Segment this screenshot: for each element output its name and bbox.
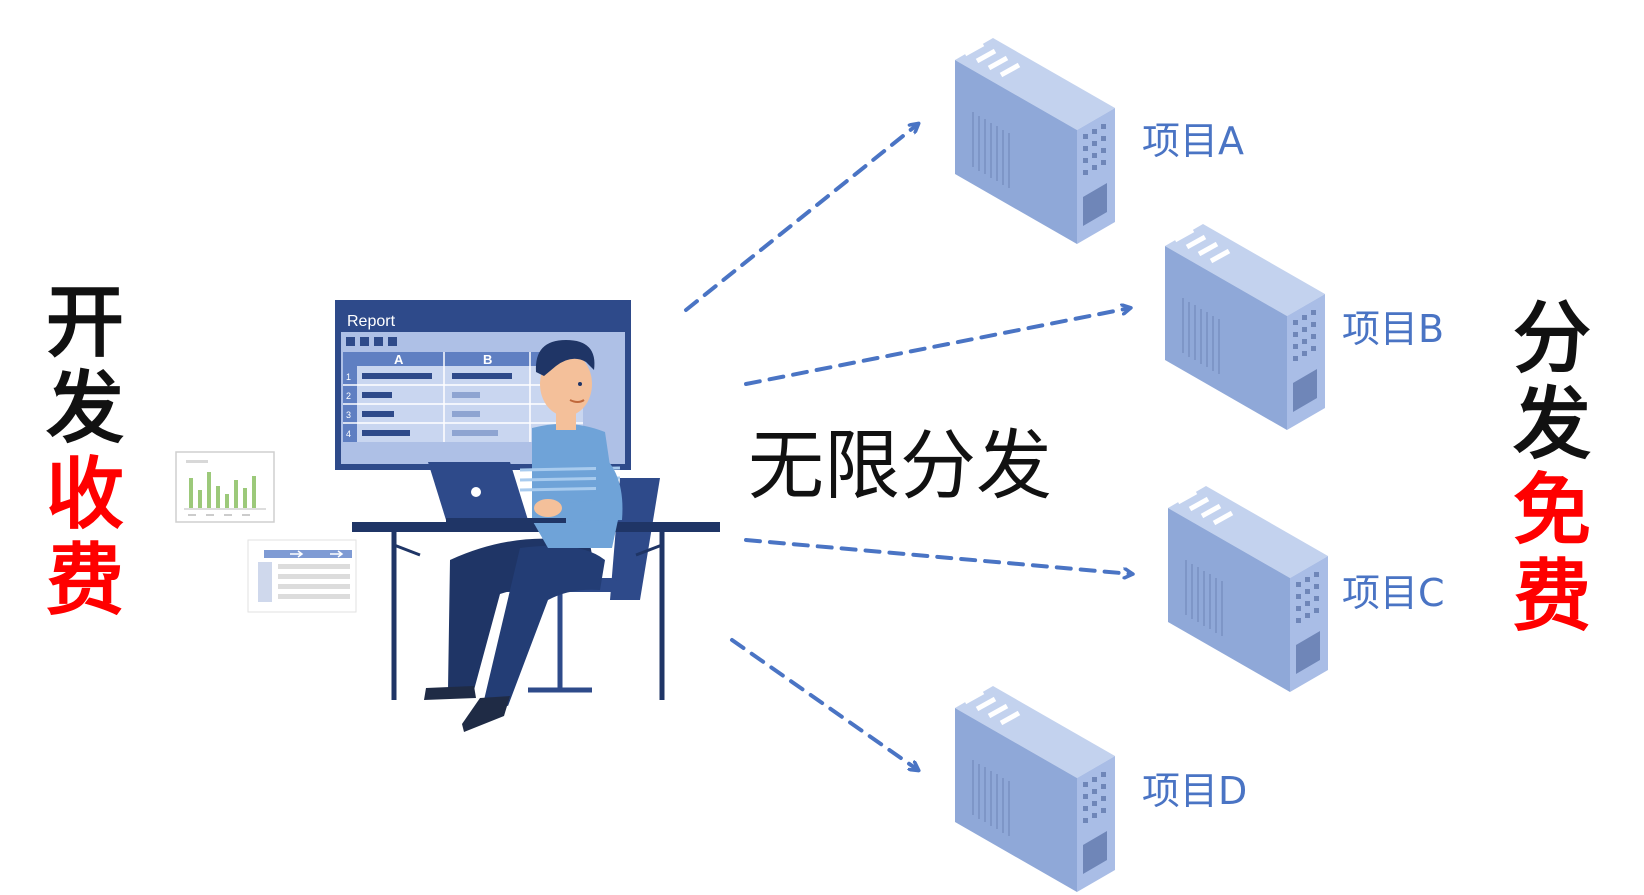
- project-d-label: 项目D: [1142, 769, 1248, 813]
- right-title-black: 分发: [1497, 296, 1607, 468]
- bar-chart-doc-icon: [175, 451, 275, 523]
- right-title-line1: 分发: [1512, 294, 1591, 470]
- right-title-red: 免费: [1497, 468, 1607, 640]
- monitor-title: Report: [347, 313, 396, 330]
- table-doc-icon: [247, 539, 357, 613]
- left-title-line2: 收费: [45, 450, 124, 626]
- monitor-row-1: 1: [346, 372, 351, 382]
- server-b-icon: [1165, 224, 1325, 430]
- left-title: 开发 收费: [30, 280, 140, 624]
- project-a-label: 项目A: [1142, 119, 1244, 163]
- developer-person: [424, 340, 623, 732]
- server-c-icon: [1168, 486, 1328, 692]
- server-a-icon: [955, 38, 1115, 244]
- server-d-icon: [955, 686, 1115, 892]
- right-title-line2: 免费: [1512, 466, 1591, 642]
- project-b-label: 项目B: [1342, 307, 1445, 351]
- arrow-to-project-c: [744, 538, 1132, 574]
- arrow-to-project-d: [730, 638, 918, 770]
- left-title-red: 收费: [30, 452, 140, 624]
- monitor-row-2: 2: [346, 391, 351, 401]
- left-title-black: 开发: [30, 280, 140, 452]
- left-title-line1: 开发: [45, 278, 124, 454]
- laptop: [428, 462, 566, 523]
- right-title: 分发 免费: [1497, 296, 1607, 640]
- arrow-to-project-b: [744, 308, 1130, 386]
- project-c-label: 项目C: [1342, 571, 1445, 615]
- arrow-to-project-a: [684, 124, 918, 312]
- center-label: 无限分发: [748, 421, 1052, 510]
- monitor-row-4: 4: [346, 429, 351, 439]
- monitor-row-3: 3: [346, 410, 351, 420]
- distribution-arrows: [684, 124, 1132, 770]
- monitor-col-a: A: [394, 352, 404, 367]
- monitor-col-b: B: [483, 352, 492, 367]
